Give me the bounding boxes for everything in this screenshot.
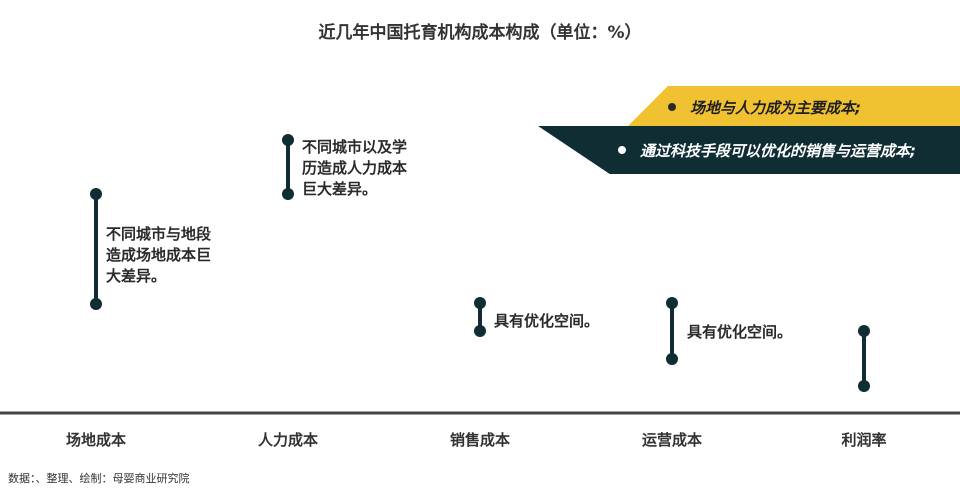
annotation-sales-cost: 具有优化空间。 [494,312,600,330]
bar-2 [282,134,294,200]
annotation-labor-cost: 不同城市以及学历造成人力成本巨大差异。 [302,138,408,198]
bar-bottom-cap-2 [282,188,294,200]
bar-top-cap-5 [858,325,870,337]
bar-4 [666,297,678,365]
chart-title: 近几年中国托育机构成本构成（单位：%） [318,23,642,43]
x-tick-label: 销售成本 [450,431,510,449]
bullet-icon [618,145,626,154]
x-tick-label: 运营成本 [642,431,702,449]
bar-top-cap-2 [282,134,294,146]
x-tick-label: 人力成本 [258,431,318,449]
banner-tech-optimization: 通过科技手段可以优化的销售与运营成本; [538,126,960,174]
x-tick-label: 利润率 [841,431,886,449]
annotation-operations-cost: 具有优化空间。 [687,323,793,341]
bullet-icon [668,102,676,111]
bar-bottom-cap-3 [474,325,486,337]
bar-3 [474,297,486,337]
bars-layer [90,134,870,392]
bar-bottom-cap-1 [90,298,102,310]
banner-main-costs-text: 场地与人力成为主要成本; [690,99,861,117]
bar-5 [858,325,870,392]
banner-main-costs: 场地与人力成为主要成本; [628,86,960,126]
x-tick-labels: 场地成本 人力成本 销售成本 运营成本 利润率 [66,431,887,449]
bar-1 [90,188,102,310]
source-footer: 数据：、整理、绘制：母婴商业研究院 [8,472,190,485]
bar-bottom-cap-5 [858,380,870,392]
bar-top-cap-3 [474,297,486,309]
bar-bottom-cap-4 [666,353,678,365]
bar-top-cap-4 [666,297,678,309]
x-tick-label: 场地成本 [66,431,126,449]
bar-top-cap-1 [90,188,102,200]
annotation-venue-cost: 不同城市与地段造成场地成本巨大差异。 [106,225,212,285]
banner-tech-optimization-text: 通过科技手段可以优化的销售与运营成本; [640,142,917,160]
